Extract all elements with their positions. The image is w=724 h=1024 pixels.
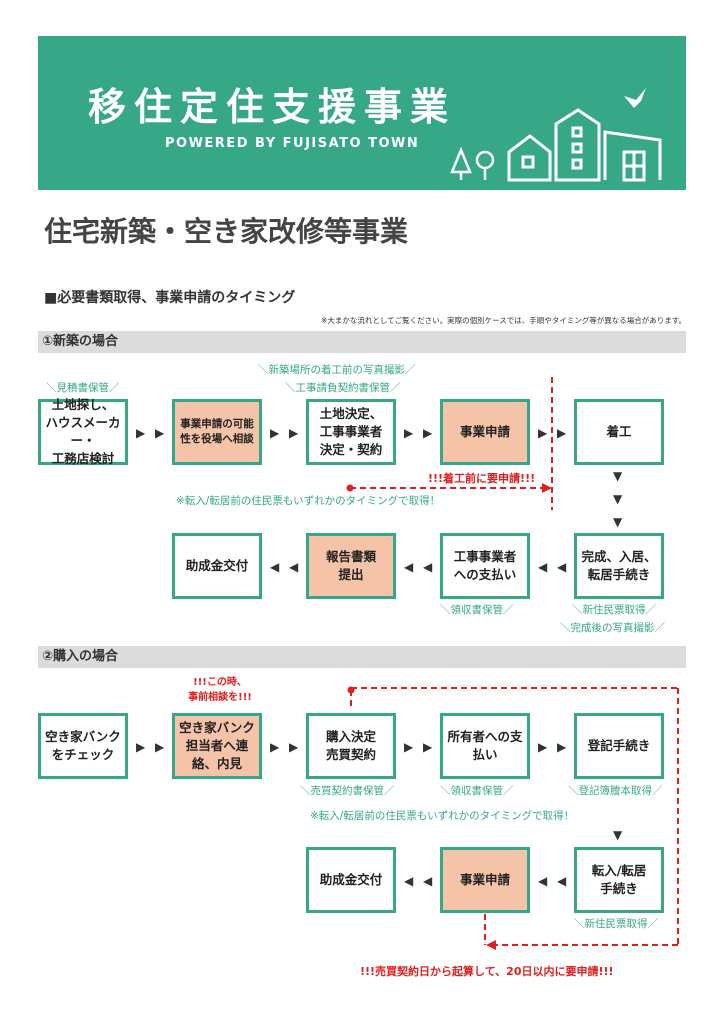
note-done-photo: ＼完成後の写真撮影／ [560,622,665,634]
disclaimer: ※大まかな流れとしてご覧ください。実際の個別ケースでは、手順やタイミング等が異な… [321,316,686,325]
step-application-2: 事業申請 [440,847,530,913]
bird-icon [624,88,646,108]
arrow-right: ▶ ▶ [404,740,436,754]
step-akiya-check: 空き家バンクをチェック [38,713,128,779]
note-new-cert-2: ＼新住民票取得／ [574,918,658,930]
note-consult: !!!この時、事前相談を!!! [188,677,252,703]
arrow-right: ▶ ▶ [136,426,168,440]
connector-dot [347,686,355,694]
step-construction-start: 着工 [574,399,664,465]
header-banner [38,36,686,190]
step-completion: 完成、入居、転居手続き [574,533,664,599]
step-grant-2: 助成金交付 [306,847,396,913]
arrow-right: ▶ ▶ [270,426,302,440]
arrow-right: ▶ ▶ [404,426,436,440]
step-moving: 転入/転居手続き [574,847,664,913]
note-contract: ＼工事請負契約書保管／ [285,382,401,394]
arrow-left: ◀ ◀ [404,560,436,574]
step-report: 報告書類提出 [306,533,396,599]
step-consult: 事業申請の可能性を役場へ相談 [172,399,262,465]
banner-subtitle: POWERED BY FUJISATO TOWN [165,136,420,151]
arrow-right: ▶ ▶ [538,740,570,754]
note-estimate: ＼見積書保管／ [46,382,120,394]
tree-icon [450,146,472,180]
arrow-right: ▶ ▶ [136,740,168,754]
arrow-down: ▼ [613,492,626,506]
arrow-left: ◀ ◀ [270,560,302,574]
page-title: 住宅新築・空き家改修等事業 [44,215,409,248]
connector-case1 [350,377,553,510]
connector-arrowhead [486,940,496,950]
note-sales-contract: ＼売買契約書保管／ [300,785,395,797]
house-icon [507,134,552,182]
case2-heading: ②購入の場合 [38,646,686,668]
step-land-decision: 土地決定、工事事業者決定・契約 [306,399,396,465]
arrow-left: ◀ ◀ [538,560,570,574]
step-payment: 工事事業者への支払い [440,533,530,599]
connector-arrowhead [542,483,552,493]
step-purchase: 購入決定売買契約 [306,713,396,779]
note-receipt-1: ＼領収書保管／ [440,604,514,616]
arrow-down: ▼ [613,828,626,842]
step-grant: 助成金交付 [172,533,262,599]
note-registry: ＼登記簿謄本取得／ [568,785,663,797]
step-akiya-contact: 空き家バンク担当者へ連絡、内見 [172,713,262,779]
step-land-search: 土地探し、ハウスメーカー・工務店検討 [38,397,128,466]
banner-title: 移住定住支援事業 [88,85,457,129]
note-residence-cert-1: ※転入/転居前の住民票もいずれかのタイミングで取得！ [176,495,441,507]
arrow-left: ◀ ◀ [538,874,570,888]
note-receipt-2: ＼領収書保管／ [440,785,514,797]
step-owner-payment: 所有者への支払い [440,713,530,779]
tall-house-icon [554,108,601,182]
arrow-right: ▶ ▶ [270,740,302,754]
arrow-down: ▼ [613,469,626,483]
arrow-left: ◀ ◀ [404,874,436,888]
shed-house-icon [603,130,662,182]
note-deadline: !!!売買契約日から起算して、20日以内に要申請!!! [360,965,614,978]
banner-illustration [450,88,662,182]
note-residence-cert-2: ※転入/転居前の住民票もいずれかのタイミングで取得！ [310,810,575,822]
note-site-photo: ＼新築場所の着工前の写真撮影／ [258,364,416,376]
note-new-cert-1: ＼新住民票取得／ [572,604,656,616]
connector-case2 [350,687,679,946]
arrow-down: ▼ [613,515,626,529]
case1-heading: ①新築の場合 [38,331,686,353]
step-registration: 登記手続き [574,713,664,779]
round-tree-icon [475,150,495,180]
step-application: 事業申請 [440,399,530,465]
connector-dot [346,484,354,492]
section-heading: ■必要書類取得、事業申請のタイミング [44,290,296,306]
note-before-start: !!!着工前に要申請!!! [428,472,536,485]
